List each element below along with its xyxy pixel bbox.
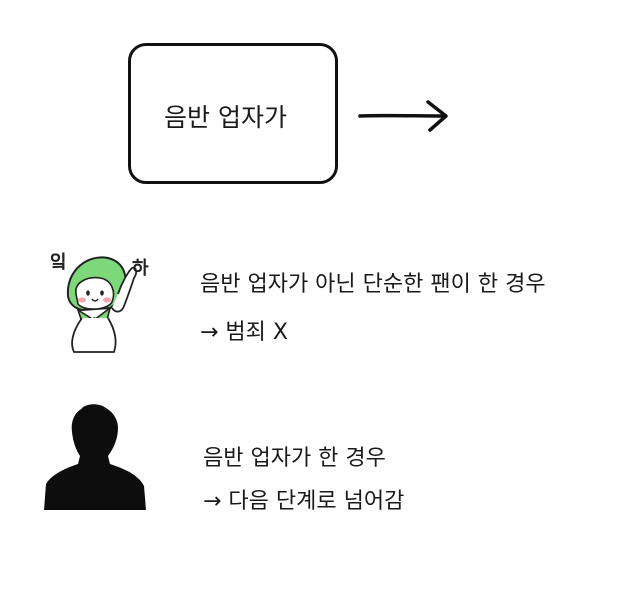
- right-arrow-icon: [358, 100, 448, 132]
- dealer-case-result: → 다음 단계로 넘어감: [203, 489, 405, 514]
- fan-sticker-icon: 잌 하: [50, 252, 149, 353]
- sticker-text-right: 하: [132, 258, 149, 279]
- sticker-text-left: 잌: [50, 252, 67, 273]
- fan-case-condition: 음반 업자가 아닌 단순한 팬이 한 경우: [200, 272, 546, 297]
- fan-case-result: → 범죄 X: [200, 320, 288, 345]
- dealer-case-condition: 음반 업자가 한 경우: [203, 446, 386, 471]
- person-silhouette-icon: [44, 404, 146, 510]
- start-box: [128, 43, 338, 184]
- start-box-label: 음반 업자가: [164, 103, 287, 132]
